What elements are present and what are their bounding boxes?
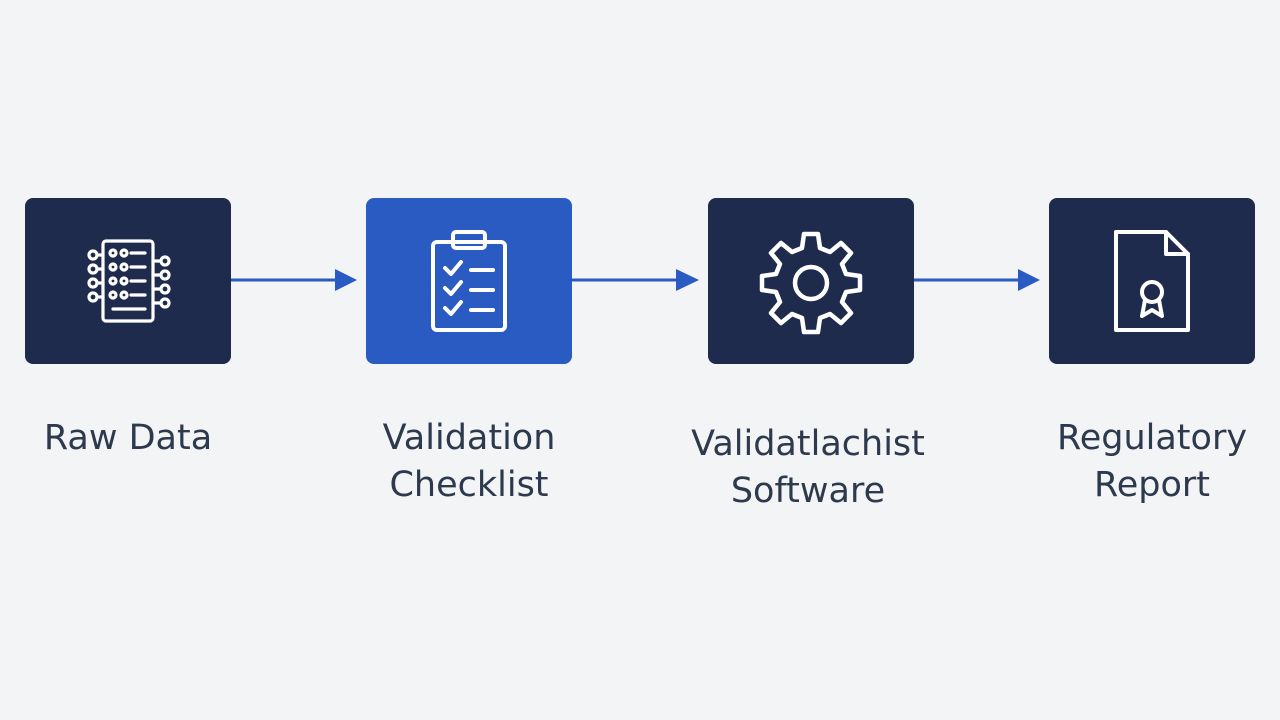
gear-icon [756,226,866,336]
software-node [708,198,914,364]
clipboard-checklist-icon [419,226,519,336]
validation-checklist-label: Validation Checklist [339,415,599,509]
label-line: Regulatory [1056,418,1248,458]
regulatory-report-label: Regulatory Report [1022,415,1280,509]
validation-checklist-node [366,198,572,364]
data-list-icon [73,231,183,331]
label-line: Report [1093,465,1211,505]
label-line: Software [730,471,886,511]
label-line: Checklist [389,465,549,505]
certificate-document-icon [1102,226,1202,336]
arrow-1 [231,269,357,291]
regulatory-report-node [1049,198,1255,364]
arrow-2 [572,269,699,291]
label-line: Raw Data [43,418,213,458]
label-line: Validation [382,418,556,458]
arrow-3 [914,269,1040,291]
software-label: Validatlachist Software [678,421,938,515]
raw-data-node [25,198,231,364]
label-line: Validatlachist [691,424,925,464]
raw-data-label: Raw Data [0,415,256,462]
